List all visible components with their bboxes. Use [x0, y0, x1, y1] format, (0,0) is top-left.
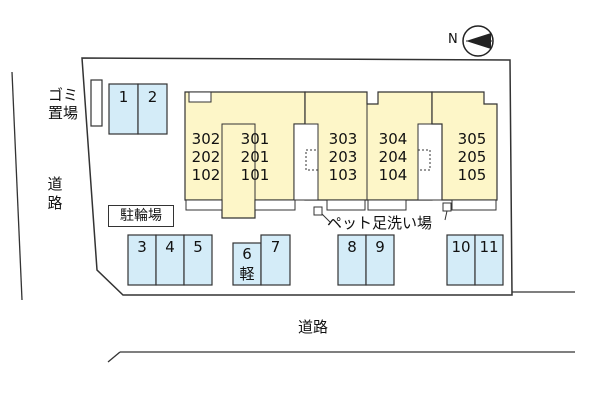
building-1	[184, 91, 306, 219]
parking-kei-note: 軽	[239, 265, 255, 283]
parking-number-5: 5	[193, 238, 203, 256]
north-arrow-icon	[462, 25, 494, 57]
bottom-road-corner	[107, 351, 121, 363]
pet-wash-marker-2	[442, 202, 452, 212]
parking-slot-11	[474, 234, 504, 286]
parking-slot-10	[446, 234, 476, 286]
parking-slot-6	[232, 242, 262, 286]
unit-stack-301: 301 201 101	[240, 130, 270, 184]
road-bottom-label: 道路	[298, 318, 329, 336]
parking-number-6: 6	[242, 245, 252, 263]
bicycle-parking-label: 駐輪場	[108, 205, 174, 227]
parking-bottom-group	[127, 234, 504, 286]
parking-slot-7	[260, 234, 291, 286]
building-3	[431, 91, 498, 211]
unit-stack-304: 304 204 104	[378, 130, 408, 184]
parking-slot-3	[127, 234, 157, 286]
parking-slot-8	[337, 234, 367, 286]
parking-number-4: 4	[165, 238, 175, 256]
parking-slot-9	[365, 234, 395, 286]
parking-number-7: 7	[270, 238, 281, 256]
compass-north-label: N	[448, 32, 458, 47]
pet-wash-leader-2	[444, 210, 448, 221]
parking-top-group	[108, 83, 168, 135]
parking-slot-5	[183, 234, 213, 286]
building-2	[293, 91, 443, 211]
garbage-enclosure	[90, 79, 103, 127]
parking-number-3: 3	[137, 238, 147, 256]
parking-number-1: 1	[118, 88, 129, 106]
parking-number-8: 8	[347, 238, 357, 256]
parking-slot-1	[108, 83, 139, 135]
parking-number-10: 10	[451, 238, 471, 256]
garbage-label-line2: 置場	[48, 104, 79, 122]
unit-stack-302: 302 202 102	[191, 130, 221, 184]
parking-number-2: 2	[147, 88, 158, 106]
left-road-edge	[11, 71, 23, 301]
unit-stack-305: 305 205 105	[457, 130, 487, 184]
parking-number-11: 11	[479, 238, 499, 256]
parking-slot-2	[137, 83, 168, 135]
road-left-label: 道 路	[47, 175, 63, 212]
pet-wash-leader-1	[321, 213, 331, 223]
pet-wash-label: ペット足洗い場	[327, 214, 433, 232]
garbage-label-line1: ゴミ	[48, 86, 79, 104]
parking-number-9: 9	[375, 238, 385, 256]
pet-wash-marker-1	[313, 206, 323, 216]
unit-stack-303: 303 203 103	[328, 130, 358, 184]
